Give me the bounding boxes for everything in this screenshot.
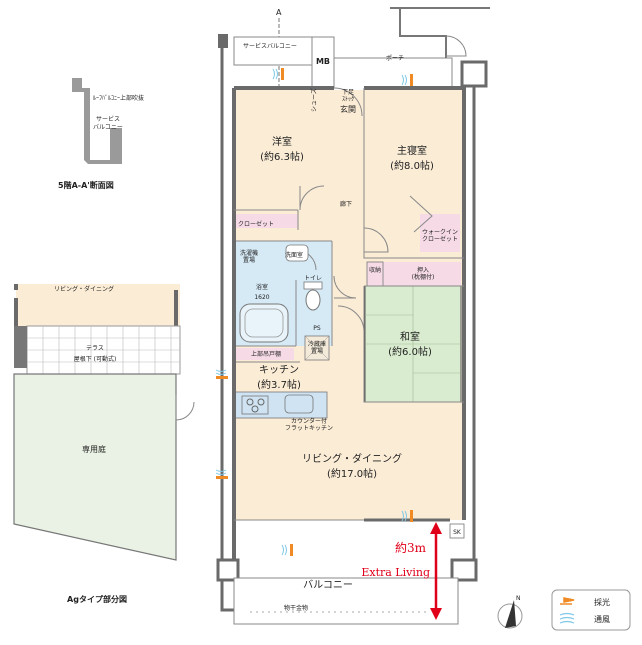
kitchen-label: キッチン bbox=[259, 364, 299, 376]
ps-label: PS bbox=[313, 325, 321, 332]
western-room-size: (約6.3帖) bbox=[260, 150, 304, 163]
main-plan: A A' bbox=[215, 7, 490, 625]
fridge-label: 冷蔵庫置場 bbox=[308, 340, 326, 355]
service-balcony-label: サービスバルコニー bbox=[243, 42, 297, 50]
japanese-room-size: (約6.0帖) bbox=[388, 345, 432, 358]
terrace-tile-grid bbox=[27, 326, 180, 374]
japanese-room-label: 和室 bbox=[400, 330, 420, 343]
balcony-label: バルコニー bbox=[303, 579, 353, 591]
legend-light-label: 採光 bbox=[594, 597, 610, 607]
toilet-label: トイレ bbox=[304, 275, 322, 282]
axis-a-label: A bbox=[276, 8, 282, 17]
mb-label: MB bbox=[316, 57, 330, 66]
hallway-label: 廊下 bbox=[340, 200, 352, 208]
extra-living-annotation: 約3m Extra Living bbox=[361, 522, 442, 620]
section-caption: 5階A-A'断面図 bbox=[58, 180, 114, 190]
western-room-label: 洋室 bbox=[272, 135, 292, 148]
extra-living-label: Extra Living bbox=[361, 566, 430, 579]
legend: 採光 通風 bbox=[551, 589, 631, 631]
living-label: リビング・ダイニング bbox=[302, 452, 402, 465]
wind-icon bbox=[559, 612, 575, 624]
section-balcony-label: サービスバルコニー bbox=[93, 115, 123, 131]
washroom-label: 洗面室 bbox=[285, 251, 303, 259]
partial-living-label: リビング・ダイニング bbox=[54, 285, 114, 293]
porch-label: ポーチ bbox=[386, 54, 404, 62]
compass-north-label: N bbox=[516, 595, 521, 602]
garden-label: 専用庭 bbox=[82, 444, 106, 454]
bath-label: 浴室 bbox=[256, 283, 268, 291]
section-diagram: ﾙｰﾌﾊﾞﾙｺﾆｰ上部吹抜 サービスバルコニー 5階A-A'断面図 bbox=[58, 78, 144, 190]
living-size: (約17.0帖) bbox=[327, 467, 377, 480]
entrance-label: 玄関 bbox=[340, 104, 356, 114]
light-icon bbox=[560, 597, 575, 605]
legend-wind-label: 通風 bbox=[594, 614, 610, 624]
walkin-closet-label: ウォークインクローゼット bbox=[422, 228, 458, 243]
depth-label: 約3m bbox=[395, 540, 427, 555]
oshiire-label: 押入(枕棚付) bbox=[412, 266, 435, 281]
storage-label: 収納 bbox=[369, 266, 381, 274]
master-room-size: (約8.0帖) bbox=[390, 159, 434, 172]
shoebox-label: 下足ｽﾄｯｸ bbox=[342, 89, 354, 103]
upper-cabinet-label: 上部吊戸棚 bbox=[251, 350, 281, 358]
counter-label: カウンター付フラットキッチン bbox=[285, 417, 333, 432]
shoes-closet-label: シューズ bbox=[310, 88, 318, 112]
bath-size: 1620 bbox=[254, 294, 269, 301]
kitchen-size: (約3.7帖) bbox=[257, 378, 301, 391]
sk-label: SK bbox=[453, 529, 462, 536]
washer-label: 洗濯機置場 bbox=[240, 249, 258, 264]
terrace-note: 屋根下 (可動式) bbox=[74, 355, 117, 363]
balcony-note: 物干金物 bbox=[284, 604, 308, 612]
partial-plan: リビング・ダイニング テラス 屋根下 (可動式) 専用庭 Agタイプ部分図 bbox=[13, 284, 195, 604]
closet-label: クローゼット bbox=[238, 220, 274, 228]
compass-icon: N bbox=[497, 595, 523, 629]
section-top-label: ﾙｰﾌﾊﾞﾙｺﾆｰ上部吹抜 bbox=[93, 94, 144, 102]
terrace-label: テラス bbox=[86, 345, 104, 352]
light-wind-markers bbox=[215, 68, 413, 556]
master-room-label: 主寝室 bbox=[397, 144, 427, 157]
partial-caption: Agタイプ部分図 bbox=[67, 594, 127, 604]
